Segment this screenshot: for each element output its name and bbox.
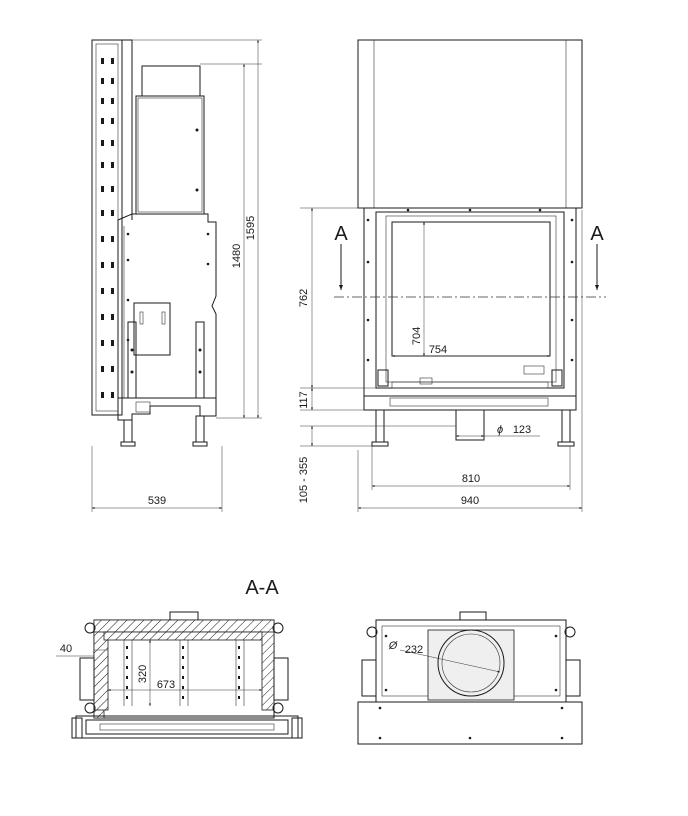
section-title: A-A	[245, 577, 279, 599]
dim-section-wall: 40	[60, 643, 72, 655]
section-view	[56, 611, 303, 739]
dim-section-depth: 320	[137, 665, 149, 683]
diameter-symbol-top: Ø	[388, 640, 399, 652]
diameter-symbol-front: ϕ	[497, 424, 503, 436]
top-view	[357, 611, 583, 745]
rib-dots	[126, 646, 240, 699]
dim-top-flue-diameter: 232	[405, 644, 423, 656]
dim-side-height-inner: 1480	[231, 244, 243, 268]
dim-front-inner-width: 810	[462, 473, 480, 485]
side-view	[91, 39, 262, 512]
section-marker-left: A	[334, 223, 348, 245]
front-view	[300, 39, 606, 512]
dim-front-glass-width: 754	[429, 344, 447, 356]
dim-front-door-height: 762	[298, 289, 310, 307]
dim-front-total-width: 940	[461, 495, 479, 507]
dim-side-width: 539	[148, 495, 166, 507]
section-marker-right: A	[590, 223, 604, 245]
dim-side-height-outer: 1595	[245, 216, 257, 240]
dim-section-width: 673	[157, 679, 175, 691]
dim-front-glass-height: 704	[411, 327, 423, 345]
perforation-dots	[101, 58, 114, 398]
dim-front-base-height: 117	[298, 391, 310, 409]
dim-front-flue-diameter: 123	[513, 424, 531, 436]
dim-front-legs-range: 105 - 355	[298, 457, 310, 503]
